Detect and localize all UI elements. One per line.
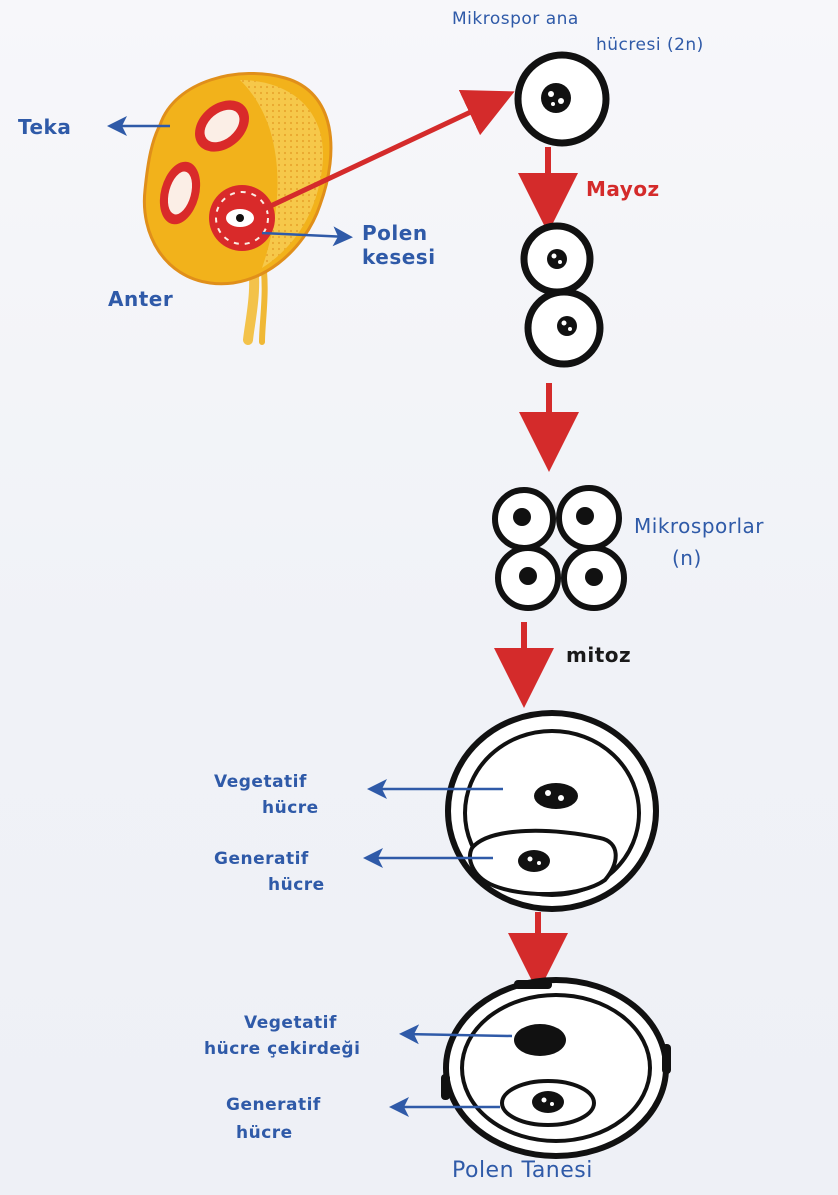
generatif-hucre-label-line2: hücre: [268, 876, 325, 895]
tetrad-microspores: [495, 488, 624, 608]
mikrospor-ana-label-line2: hücresi (2n): [596, 36, 704, 55]
germ-pore: [441, 1074, 450, 1100]
mikrosporlar-label-line2: (n): [672, 547, 702, 569]
vegetatif-hucre-label-line2: hücre: [262, 799, 319, 818]
vegetative-nucleus: [534, 783, 578, 809]
polen-kesesi-label-line1: Polen: [362, 222, 428, 244]
vegetatif-hucre-label-line1: Vegetatif: [214, 773, 307, 792]
anter-label: Anter: [108, 288, 173, 310]
vegetative-cell-nucleus: [514, 1024, 566, 1056]
generatif-hucre2-label-line2: hücre: [236, 1124, 293, 1143]
generative-nucleus: [518, 850, 550, 872]
dyad-cells: [524, 226, 600, 364]
generative-nucleus: [532, 1091, 564, 1113]
vegetatif-cekirdek-label-line2: hücre çekirdeği: [204, 1040, 360, 1059]
germ-pore: [514, 980, 552, 989]
mikrosporlar-label-line1: Mikrosporlar: [634, 515, 764, 537]
mature-pollen-grain: [441, 980, 671, 1156]
microspore-mother-cell: [518, 55, 606, 143]
polen-kesesi-label-line2: kesesi: [362, 246, 436, 268]
generatif-hucre-label-line1: Generatif: [214, 850, 309, 869]
mayoz-label: Mayoz: [586, 178, 660, 200]
germ-pore: [662, 1044, 671, 1074]
mitoz-label: mitoz: [566, 644, 631, 666]
young-pollen-grain: [448, 713, 656, 909]
polen-tanesi-label: Polen Tanesi: [452, 1160, 593, 1182]
teka-label: Teka: [18, 116, 71, 138]
generatif-hucre2-label-line1: Generatif: [226, 1096, 321, 1115]
mikrospor-ana-label-line1: Mikrospor ana: [452, 10, 579, 29]
vegetatif-cekirdek-label-line1: Vegetatif: [244, 1014, 337, 1033]
